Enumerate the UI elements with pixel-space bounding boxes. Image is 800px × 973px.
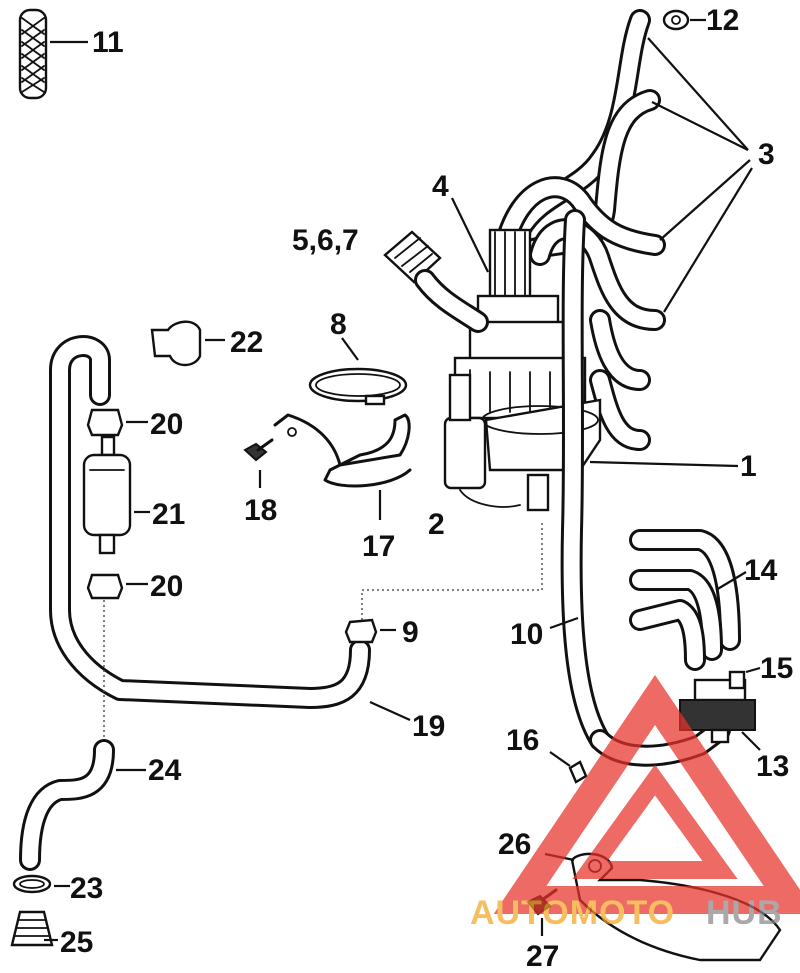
callout-1: 1 bbox=[740, 450, 757, 483]
part-20-upper-fitting bbox=[86, 408, 148, 437]
part-21-fuel-filter bbox=[82, 435, 150, 555]
callout-22: 22 bbox=[230, 326, 263, 359]
callout-20-lower: 20 bbox=[150, 570, 183, 603]
assembly-line bbox=[361, 520, 543, 620]
callout-2: 2 bbox=[428, 508, 445, 541]
callout-27: 27 bbox=[526, 940, 559, 973]
callout-10: 10 bbox=[510, 618, 543, 651]
callout-24: 24 bbox=[148, 754, 182, 787]
callout-11: 11 bbox=[92, 26, 124, 59]
part-1-leader bbox=[589, 460, 739, 468]
part-24-elbow-hose bbox=[19, 739, 146, 871]
part-8-hose-clamp bbox=[308, 337, 408, 406]
callout-4: 4 bbox=[432, 170, 449, 203]
part-13-manifold-block bbox=[679, 678, 761, 751]
watermark-logo: AUTOMOTO HUB bbox=[470, 674, 800, 932]
callout-14: 14 bbox=[744, 554, 778, 587]
part-18-screw bbox=[243, 438, 274, 488]
part-16-clip bbox=[549, 751, 588, 784]
callout-16: 16 bbox=[506, 724, 539, 757]
callout-26: 26 bbox=[498, 828, 531, 861]
callout-5-6-7: 5,6,7 bbox=[292, 224, 359, 257]
part-15-fitting bbox=[728, 666, 761, 690]
part-9-fitting bbox=[344, 618, 396, 644]
part-5-6-7-connector bbox=[383, 230, 489, 333]
callout-18: 18 bbox=[244, 494, 277, 527]
callout-19: 19 bbox=[412, 710, 445, 743]
callout-23: 23 bbox=[70, 872, 103, 905]
watermark-text-gray: HUB bbox=[706, 894, 783, 932]
part-22-clamp bbox=[150, 320, 225, 367]
callout-20-upper: 20 bbox=[150, 408, 183, 441]
callout-12: 12 bbox=[706, 4, 739, 37]
callout-17: 17 bbox=[362, 530, 395, 563]
part-12-clip bbox=[662, 9, 706, 31]
part-25-strainer bbox=[10, 910, 58, 947]
callout-15: 15 bbox=[760, 652, 793, 685]
callout-8: 8 bbox=[330, 308, 347, 341]
part-10-hose bbox=[549, 209, 739, 751]
part-17-bracket bbox=[273, 413, 412, 520]
part-20-lower-fitting bbox=[86, 573, 148, 600]
callout-21: 21 bbox=[152, 498, 185, 531]
part-23-clamp bbox=[12, 874, 70, 894]
part-11-mesh-sleeve bbox=[18, 8, 88, 100]
callout-13: 13 bbox=[756, 750, 789, 783]
watermark-text-orange: AUTOMOTO bbox=[470, 894, 675, 932]
part-19-hose bbox=[49, 335, 411, 722]
callout-3: 3 bbox=[758, 138, 775, 171]
part-3-hoses bbox=[494, 9, 753, 451]
callout-9: 9 bbox=[402, 616, 419, 649]
callout-25: 25 bbox=[60, 926, 93, 959]
